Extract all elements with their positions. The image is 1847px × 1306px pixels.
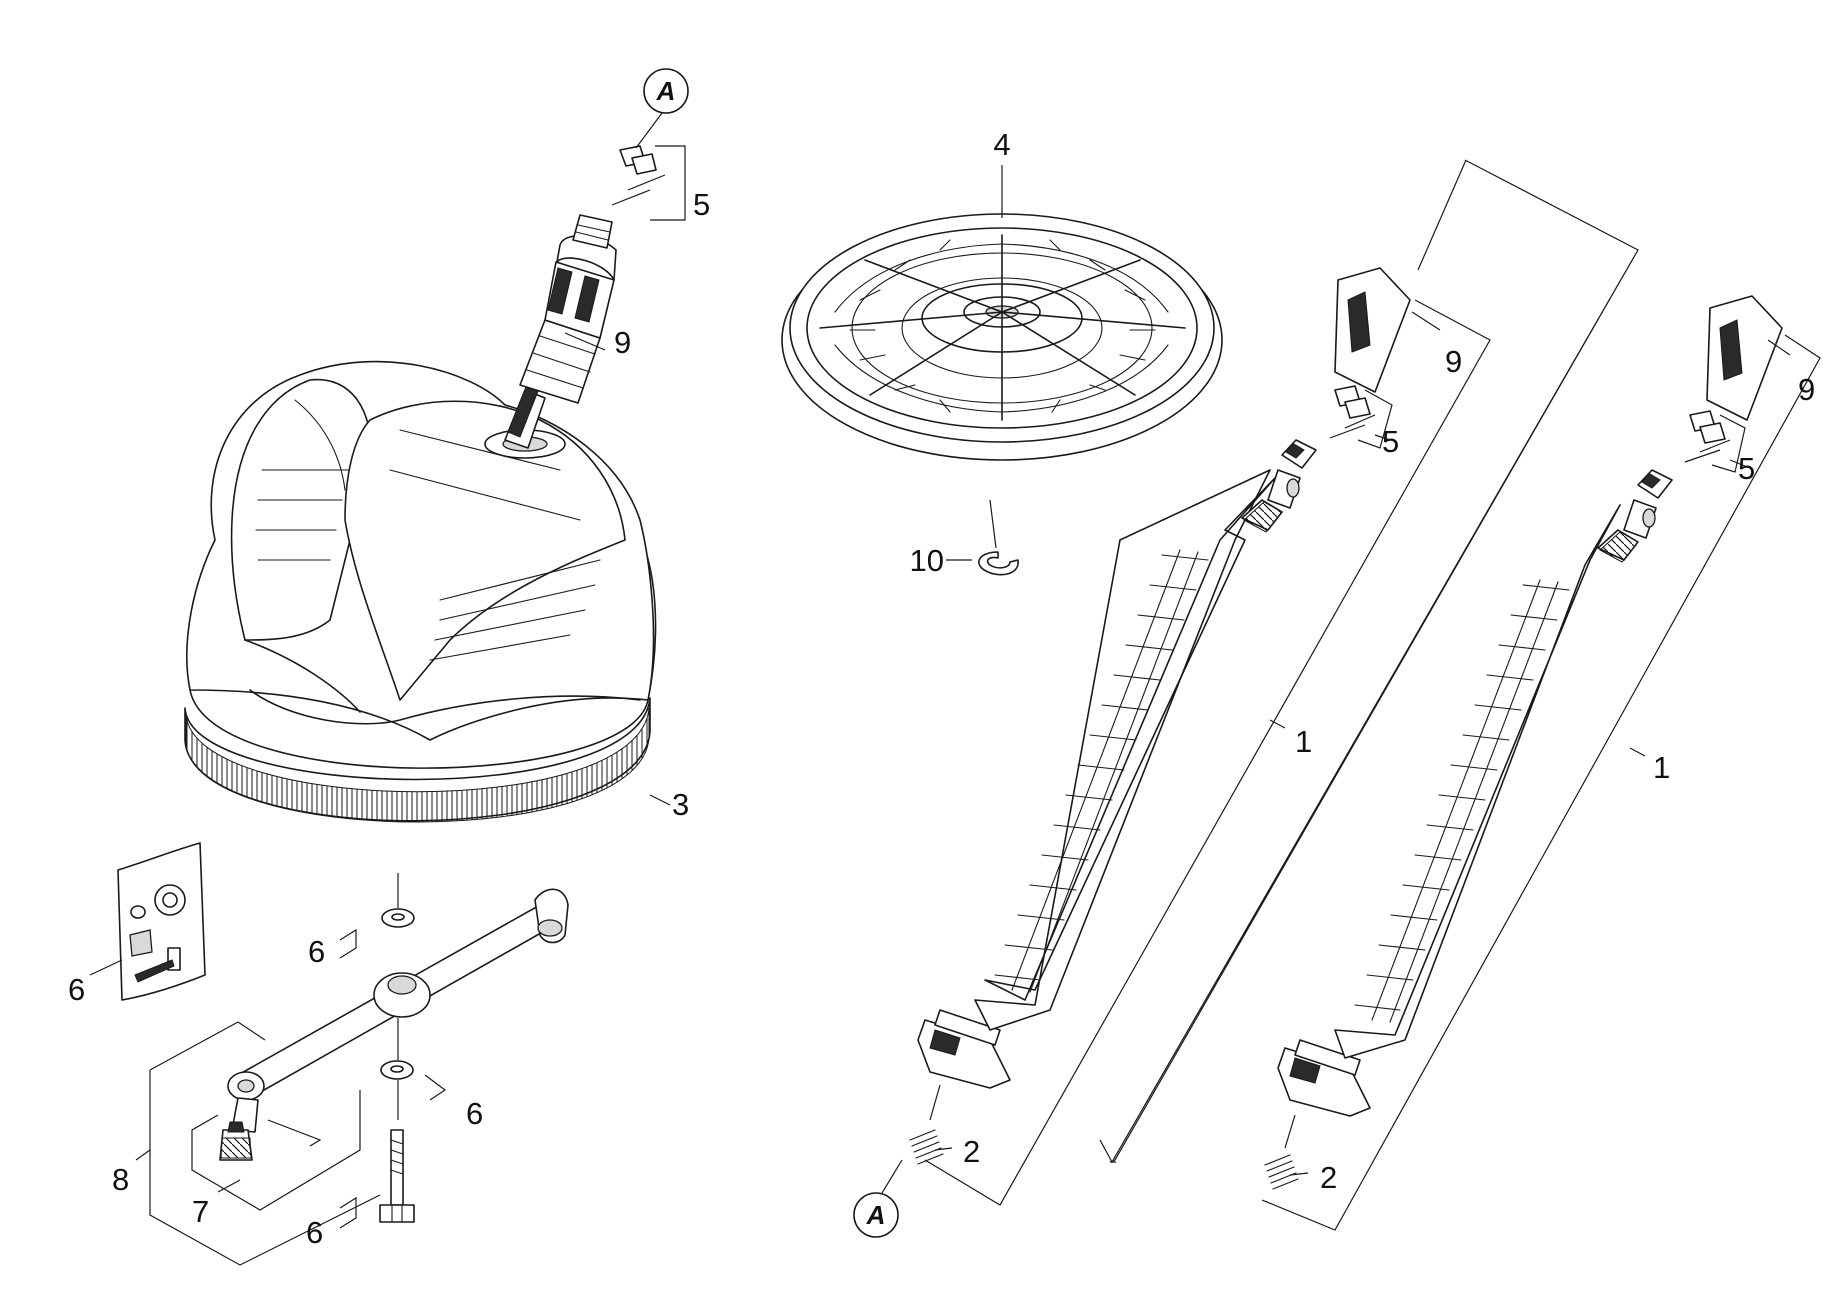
leader-5-left [1374, 434, 1391, 441]
leader-9-top [564, 332, 606, 351]
label-part-1-right: 1 [1653, 750, 1670, 785]
extension-tube-right [1277, 469, 1673, 1117]
label-part-6-upper: 6 [308, 934, 325, 969]
connector-cap-left [1334, 267, 1411, 393]
label-part-9-left: 9 [1445, 344, 1462, 379]
reference-marker-top: A [635, 68, 689, 149]
label-part-2-right: 2 [1320, 1160, 1337, 1195]
leader-7 [217, 1179, 241, 1193]
spring-left [909, 1084, 944, 1165]
quick-coupling-clip-top [611, 145, 686, 221]
label-part-5-top: 5 [693, 187, 710, 222]
bracket-outline-7 [191, 1090, 361, 1211]
bracket-outline-right-tube [1099, 159, 1639, 1164]
label-part-8: 8 [112, 1162, 129, 1197]
quick-coupling-clip-left [1329, 385, 1393, 449]
leader-5-right [1729, 459, 1746, 467]
clip-leader-7 [267, 1119, 322, 1147]
snap-ring [946, 499, 1019, 576]
leader-1-right [1629, 747, 1646, 757]
leader-3 [649, 794, 671, 806]
connector-cap-right [1706, 295, 1783, 421]
washer-lower [380, 1018, 414, 1120]
washer-upper [381, 873, 415, 928]
leader-1-left [1269, 719, 1286, 729]
reference-letter-top: A [656, 76, 676, 106]
brush-disc [781, 165, 1223, 461]
label-part-2-left: 2 [963, 1134, 980, 1169]
surface-cleaner-housing [184, 360, 657, 823]
label-part-4: 4 [993, 127, 1010, 162]
seal-kit-card [117, 842, 206, 1001]
leader-2-right [1289, 1172, 1309, 1176]
leader-6-bolt [339, 1196, 357, 1229]
label-part-5-left: 5 [1382, 424, 1399, 459]
reference-marker-bottom: A [853, 1159, 903, 1238]
leader-9-right [1767, 339, 1791, 356]
spray-arm-assembly [227, 888, 569, 1133]
reference-letter-bottom: A [866, 1200, 886, 1230]
label-part-9-right: 9 [1798, 372, 1815, 407]
label-part-1-left: 1 [1295, 724, 1312, 759]
bracket-outline-left-tube [924, 299, 1491, 1206]
label-part-3: 3 [672, 787, 689, 822]
label-part-6-card: 6 [68, 972, 85, 1007]
mounting-bolt [379, 1129, 415, 1223]
label-part-5-right: 5 [1738, 451, 1755, 486]
extension-tube-left [917, 439, 1317, 1089]
quick-coupling-clip-right [1684, 410, 1746, 473]
spring-right [1264, 1114, 1299, 1190]
bracket-outline-right-lower [1261, 334, 1821, 1231]
label-part-9-top: 9 [614, 325, 631, 360]
label-part-7: 7 [192, 1194, 209, 1229]
nozzle-part [219, 1121, 253, 1161]
bracket-outline-8 [149, 1021, 381, 1266]
leader-6-upper [339, 928, 357, 959]
leader-6-card [89, 959, 123, 976]
label-part-10: 10 [910, 543, 944, 578]
label-part-6-bolt: 6 [306, 1215, 323, 1250]
label-part-6-mid: 6 [466, 1096, 483, 1131]
leader-9-left [1411, 311, 1441, 331]
leader-6-mid [424, 1074, 447, 1101]
leader-8 [135, 1149, 151, 1161]
inlet-pipe-connector [504, 214, 617, 449]
leader-2-left [934, 1147, 953, 1151]
